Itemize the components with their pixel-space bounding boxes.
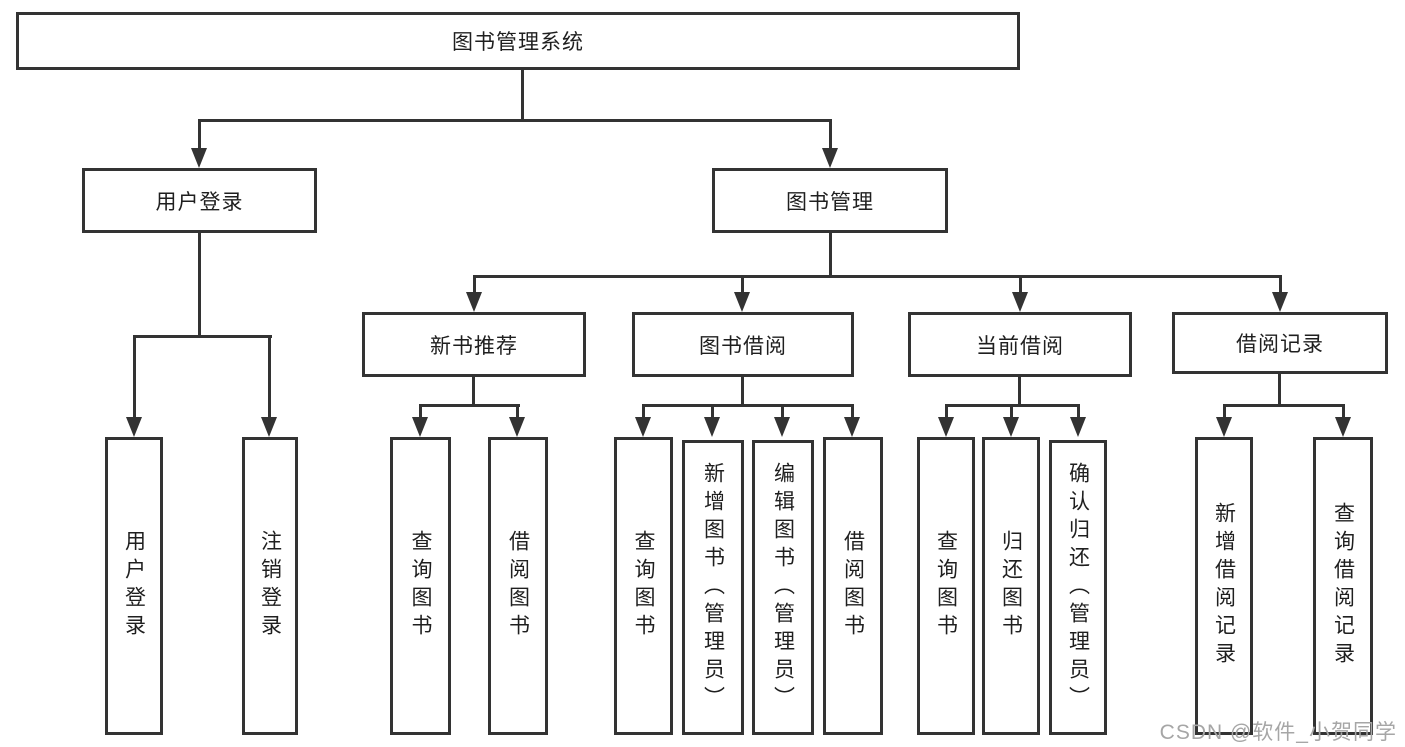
arrow-to-bb4-icon: [844, 417, 860, 437]
edge-to-bb1-stem: [642, 404, 645, 420]
edge-to-br1-stem: [1223, 404, 1226, 420]
edge-to-cb1-stem: [945, 404, 948, 420]
arrow-to-current-borrow-icon: [1012, 292, 1028, 312]
node-user-login-label: 用户登录: [155, 190, 244, 214]
edge-to-new-book-stem: [473, 275, 476, 294]
leaf-edit-book-admin-label: 编辑图书（管理员）: [771, 461, 795, 714]
leaf-current-query-label: 查询图书: [934, 530, 958, 642]
arrow-to-new-book-icon: [466, 292, 482, 312]
edge-user-login-rail: [133, 335, 272, 338]
leaf-user-login: 用户登录: [105, 437, 163, 735]
arrow-to-book-mgmt-icon: [822, 148, 838, 168]
edge-book-borrow-stem: [741, 376, 744, 407]
edge-to-leaf-user-login-stem: [133, 335, 136, 419]
leaf-current-query: 查询图书: [917, 437, 975, 735]
arrow-to-nb1-icon: [412, 417, 428, 437]
node-book-management: 图书管理: [712, 168, 948, 233]
leaf-return-book-label: 归还图书: [999, 530, 1023, 642]
leaf-logout-label: 注销登录: [258, 530, 282, 642]
edge-to-book-mgmt-stem: [829, 119, 832, 150]
arrow-to-br2-icon: [1335, 417, 1351, 437]
edge-new-book-stem: [472, 376, 475, 407]
edge-to-cb3-stem: [1077, 404, 1080, 420]
node-current-borrow: 当前借阅: [908, 312, 1132, 377]
arrow-to-cb3-icon: [1070, 417, 1086, 437]
leaf-return-book: 归还图书: [982, 437, 1040, 735]
arrow-to-bb2-icon: [704, 417, 720, 437]
edge-current-borrow-stem: [1018, 376, 1021, 407]
csdn-watermark: CSDN @软件_小贺同学: [1159, 721, 1397, 744]
arrow-to-user-login-icon: [191, 148, 207, 168]
edge-book-borrow-rail: [642, 404, 854, 407]
edge-book-mgmt-stem: [829, 232, 832, 278]
edge-to-current-borrow-stem: [1019, 275, 1022, 294]
leaf-edit-book-admin: 编辑图书（管理员）: [752, 440, 814, 735]
leaf-add-book-admin: 新增图书（管理员）: [682, 440, 744, 735]
node-root: 图书管理系统: [16, 12, 1020, 70]
leaf-user-login-label: 用户登录: [122, 530, 146, 642]
edge-book-mgmt-rail: [473, 275, 1281, 278]
leaf-borrow-query-label: 查询图书: [632, 530, 655, 642]
leaf-add-borrow-record: 新增借阅记录: [1195, 437, 1253, 735]
edge-to-leaf-logout-stem: [268, 335, 271, 419]
node-root-label: 图书管理系统: [452, 31, 584, 54]
leaf-newbook-query-label: 查询图书: [409, 530, 432, 642]
node-new-book-recommend: 新书推荐: [362, 312, 586, 377]
leaf-confirm-return-admin: 确认归还（管理员）: [1049, 440, 1107, 735]
leaf-newbook-borrow: 借阅图书: [488, 437, 548, 735]
leaf-add-borrow-record-label: 新增借阅记录: [1212, 502, 1236, 670]
edge-borrow-record-stem: [1278, 374, 1281, 407]
edge-user-login-stem: [198, 232, 201, 338]
edge-to-bb2-stem: [711, 404, 714, 420]
leaf-query-borrow-record-label: 查询借阅记录: [1331, 502, 1355, 670]
node-new-book-recommend-label: 新书推荐: [430, 334, 518, 358]
arrow-to-borrow-record-icon: [1272, 292, 1288, 312]
edge-new-book-rail: [419, 404, 520, 407]
node-book-management-label: 图书管理: [786, 190, 874, 214]
edge-root-stem: [521, 70, 524, 121]
edge-to-nb2-stem: [516, 404, 519, 420]
leaf-confirm-return-admin-label: 确认归还（管理员）: [1066, 461, 1090, 714]
node-current-borrow-label: 当前借阅: [976, 334, 1064, 358]
leaf-borrow-book: 借阅图书: [823, 437, 883, 735]
leaf-add-book-admin-label: 新增图书（管理员）: [701, 461, 725, 714]
edge-borrow-record-rail: [1223, 404, 1345, 407]
node-book-borrow: 图书借阅: [632, 312, 854, 377]
arrow-to-leaf-user-login-icon: [126, 417, 142, 437]
arrow-to-leaf-logout-icon: [261, 417, 277, 437]
leaf-borrow-book-label: 借阅图书: [841, 530, 865, 642]
node-user-login: 用户登录: [82, 168, 317, 233]
edge-to-borrow-record-stem: [1279, 275, 1282, 294]
leaf-logout: 注销登录: [242, 437, 298, 735]
edge-to-cb2-stem: [1010, 404, 1013, 420]
arrow-to-cb1-icon: [938, 417, 954, 437]
node-borrow-record-label: 借阅记录: [1236, 333, 1324, 356]
leaf-query-borrow-record: 查询借阅记录: [1313, 437, 1373, 735]
arrow-to-cb2-icon: [1003, 417, 1019, 437]
edge-to-bb4-stem: [851, 404, 854, 420]
edge-to-nb1-stem: [419, 404, 422, 420]
node-borrow-record: 借阅记录: [1172, 312, 1388, 374]
arrow-to-br1-icon: [1216, 417, 1232, 437]
leaf-borrow-query: 查询图书: [614, 437, 673, 735]
edge-to-bb3-stem: [781, 404, 784, 420]
edge-to-user-login-stem: [198, 119, 201, 150]
leaf-newbook-query: 查询图书: [390, 437, 451, 735]
arrow-to-bb3-icon: [774, 417, 790, 437]
arrow-to-bb1-icon: [635, 417, 651, 437]
edge-to-br2-stem: [1342, 404, 1345, 420]
arrow-to-nb2-icon: [509, 417, 525, 437]
leaf-newbook-borrow-label: 借阅图书: [506, 530, 530, 642]
edge-to-book-borrow-stem: [741, 275, 744, 294]
arrow-to-book-borrow-icon: [734, 292, 750, 312]
edge-root-rail: [198, 119, 832, 122]
node-book-borrow-label: 图书借阅: [699, 334, 787, 358]
